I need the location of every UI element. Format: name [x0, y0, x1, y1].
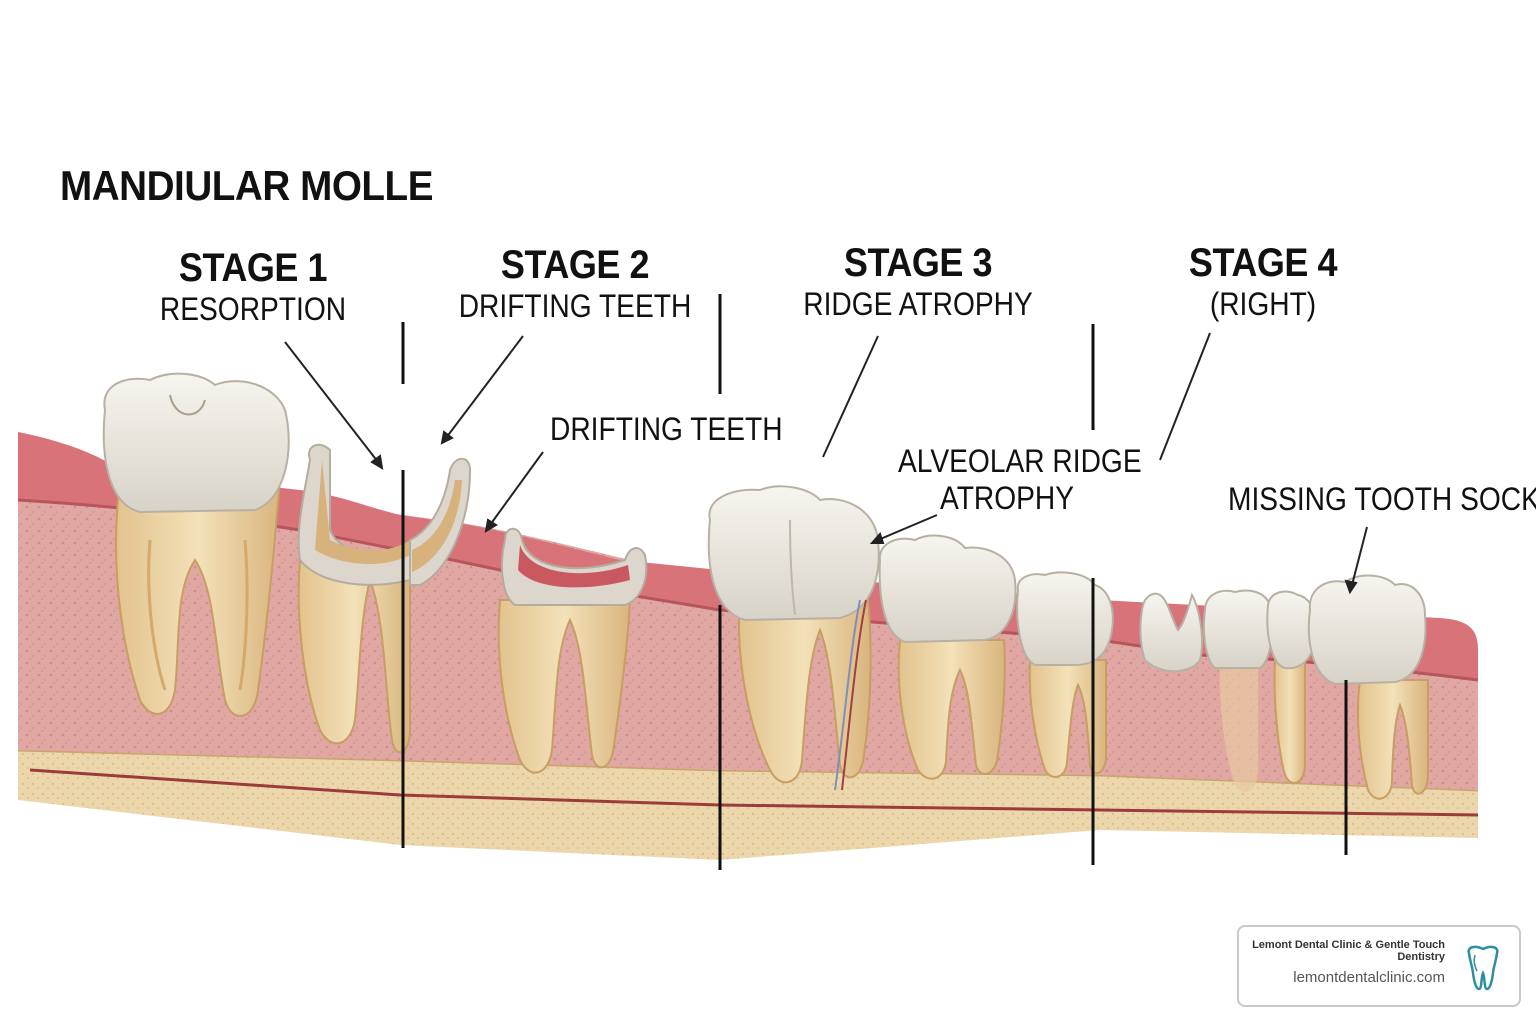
stage-4-label: STAGE 4 — [1128, 241, 1398, 285]
stage-2-subtitle: DRIFTING TEETH — [443, 287, 707, 325]
stage-2-heading: STAGE 2 DRIFTING TEETH — [425, 243, 725, 325]
brand-badge: Lemont Dental Clinic & Gentle Touch Dent… — [1237, 925, 1521, 1007]
stage-4-heading: STAGE 4 (RIGHT) — [1113, 241, 1413, 323]
stage-4-subtitle: (RIGHT) — [1131, 285, 1395, 323]
drifting-teeth-callout: DRIFTING TEETH — [550, 411, 783, 447]
alveolar-ridge-callout-line1: ALVEOLAR RIDGE — [898, 443, 1142, 479]
stage-3-heading: STAGE 3 RIDGE ATROPHY — [768, 241, 1068, 323]
alveolar-ridge-callout-line2: ATROPHY — [940, 480, 1074, 516]
brand-name: Lemont Dental Clinic & Gentle Touch Dent… — [1245, 939, 1445, 963]
page-title: MANDIULAR MOLLE — [60, 162, 433, 210]
stage-1-subtitle: RESORPTION — [121, 290, 385, 328]
stage-2-label: STAGE 2 — [440, 243, 710, 287]
stage-1-heading: STAGE 1 RESORPTION — [103, 246, 403, 328]
stage-1-label: STAGE 1 — [118, 246, 388, 290]
missing-tooth-socket-callout: MISSING TOOTH SOCKET — [1228, 481, 1536, 517]
stage-3-subtitle: RIDGE ATROPHY — [786, 285, 1050, 323]
brand-url[interactable]: lemontdentalclinic.com — [1293, 969, 1445, 986]
tooth-icon — [1463, 943, 1503, 993]
stage-3-label: STAGE 3 — [783, 241, 1053, 285]
